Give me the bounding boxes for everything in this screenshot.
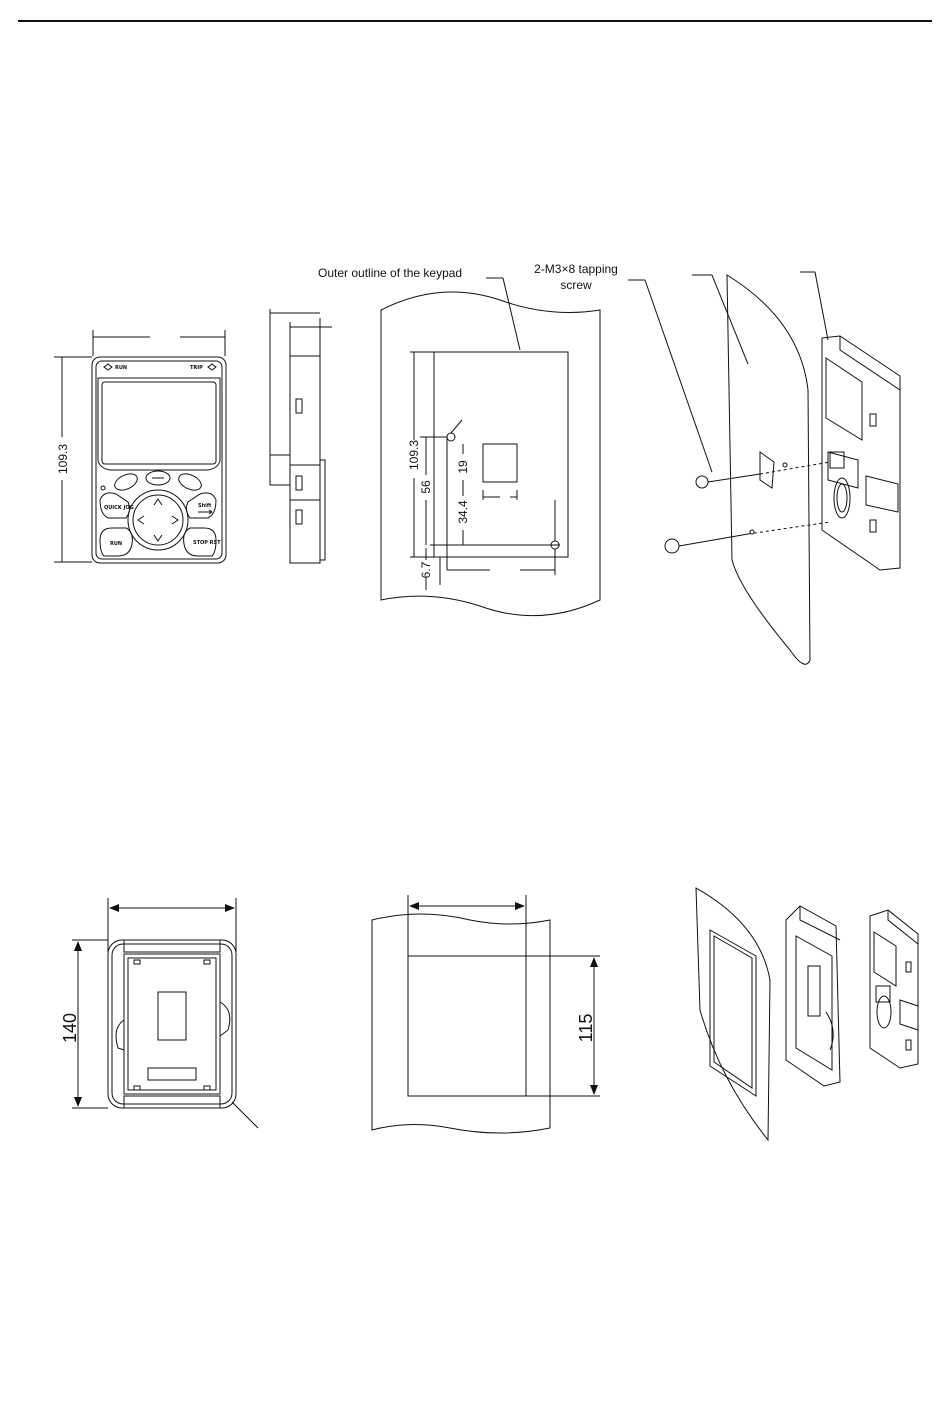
cutout-height-dim: 115 (576, 1014, 596, 1043)
trip-indicator-label: TRIP (190, 365, 203, 371)
lcd-screen (98, 378, 220, 470)
left-arrow-icon (138, 516, 144, 524)
outline-callout-label: Outer outline of the keypad (318, 266, 462, 280)
right-arrow-icon (172, 516, 178, 524)
cutout-panel-outline (372, 914, 550, 1133)
keypad-housing (822, 336, 900, 570)
mounting-panel (727, 275, 810, 664)
soft-key-right (176, 471, 204, 494)
down-arrow-icon (154, 535, 162, 541)
bracket-outer (108, 940, 236, 1108)
exploded-isometric-view (628, 272, 900, 664)
connector-cutout (483, 444, 517, 482)
mounting-bracket-view: 140 (60, 898, 258, 1128)
keypad-outline-rect (434, 352, 568, 557)
soft-key-left (112, 471, 140, 494)
screw-callout-label-line2: screw (560, 278, 592, 292)
run-key-label: RUN (110, 541, 122, 547)
mount-hole-top (447, 433, 455, 441)
run-indicator-label: RUN (115, 365, 127, 371)
screw-upper (696, 476, 708, 488)
screw-callout-label-line1: 2-M3×8 tapping (534, 262, 618, 276)
exploded-panel (696, 888, 770, 1140)
panel-cutout-view: 109.3 56 19 34.4 6.7 (381, 278, 600, 616)
stop-rst-key-label: STOP RST (193, 540, 221, 546)
bracket-exploded-view (696, 888, 918, 1140)
cutout-dim-56: 56 (419, 480, 433, 494)
cutout-dim-109-3: 109.3 (407, 440, 421, 470)
bracket-height-dim: 140 (60, 1013, 80, 1043)
bracket-inner-frame (124, 954, 220, 1094)
shift-key-label: Shift (198, 503, 212, 509)
keypad-front-view: 109.3 RUN TRIP QUICK JOG Shift RUN STOP … (54, 330, 226, 563)
keypad-height-dim: 109.3 (56, 444, 70, 474)
bracket-cutout-rect (408, 956, 526, 1096)
quick-jog-label: QUICK JOG (104, 505, 134, 511)
screw-lower (665, 539, 679, 553)
up-arrow-icon (154, 499, 162, 505)
cutout-dim-34-4: 34.4 (456, 500, 470, 524)
bracket-cutout-view: 115 (372, 895, 600, 1133)
cutout-dim-19: 19 (456, 460, 470, 474)
cutout-dim-6-7: 6.7 (419, 561, 433, 578)
keypad-side-view (270, 309, 332, 563)
